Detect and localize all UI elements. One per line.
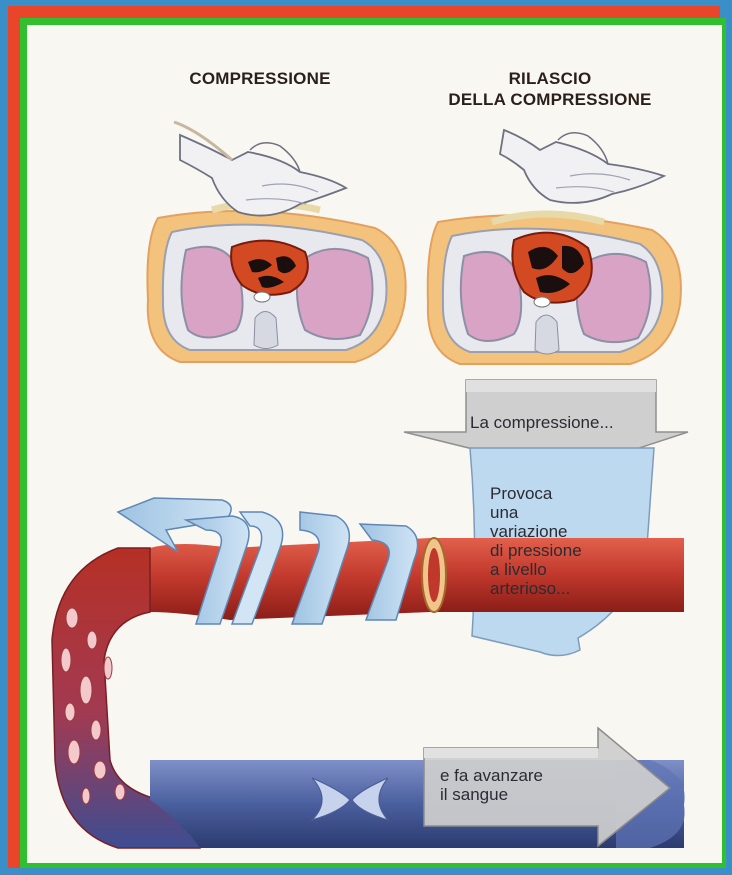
spine-released	[535, 315, 559, 354]
pressure-line-3: variazione	[490, 522, 582, 541]
compression-heading-text: COMPRESSIONE	[160, 68, 360, 89]
compression-arrow-label: La compressione...	[470, 413, 614, 432]
pressure-line-6: arterioso...	[490, 579, 582, 598]
aorta-released	[534, 297, 550, 307]
release-heading-line2: DELLA COMPRESSIONE	[430, 89, 670, 110]
left-lung-released	[461, 252, 521, 341]
spine-compressed	[254, 312, 278, 349]
thorax-section-compressed	[147, 203, 405, 362]
release-heading: RILASCIO DELLA COMPRESSIONE	[430, 68, 670, 110]
release-heading-line1: RILASCIO	[430, 68, 670, 89]
advance-line-1: e fa avanzare	[440, 766, 543, 785]
thorax-section-released	[428, 214, 681, 364]
pressure-line-1: Provoca	[490, 484, 582, 503]
pressure-callout-text: Provoca una variazione di pressione a li…	[490, 484, 582, 598]
pressure-line-5: a livello	[490, 560, 582, 579]
pressure-line-4: di pressione	[490, 541, 582, 560]
advance-line-2: il sangue	[440, 785, 543, 804]
advance-arrow-label: e fa avanzare il sangue	[440, 766, 543, 804]
compression-heading: COMPRESSIONE	[160, 68, 360, 89]
aorta-compressed	[254, 292, 270, 302]
pressure-line-2: una	[490, 503, 582, 522]
compression-arrow-text: La compressione...	[470, 413, 614, 432]
